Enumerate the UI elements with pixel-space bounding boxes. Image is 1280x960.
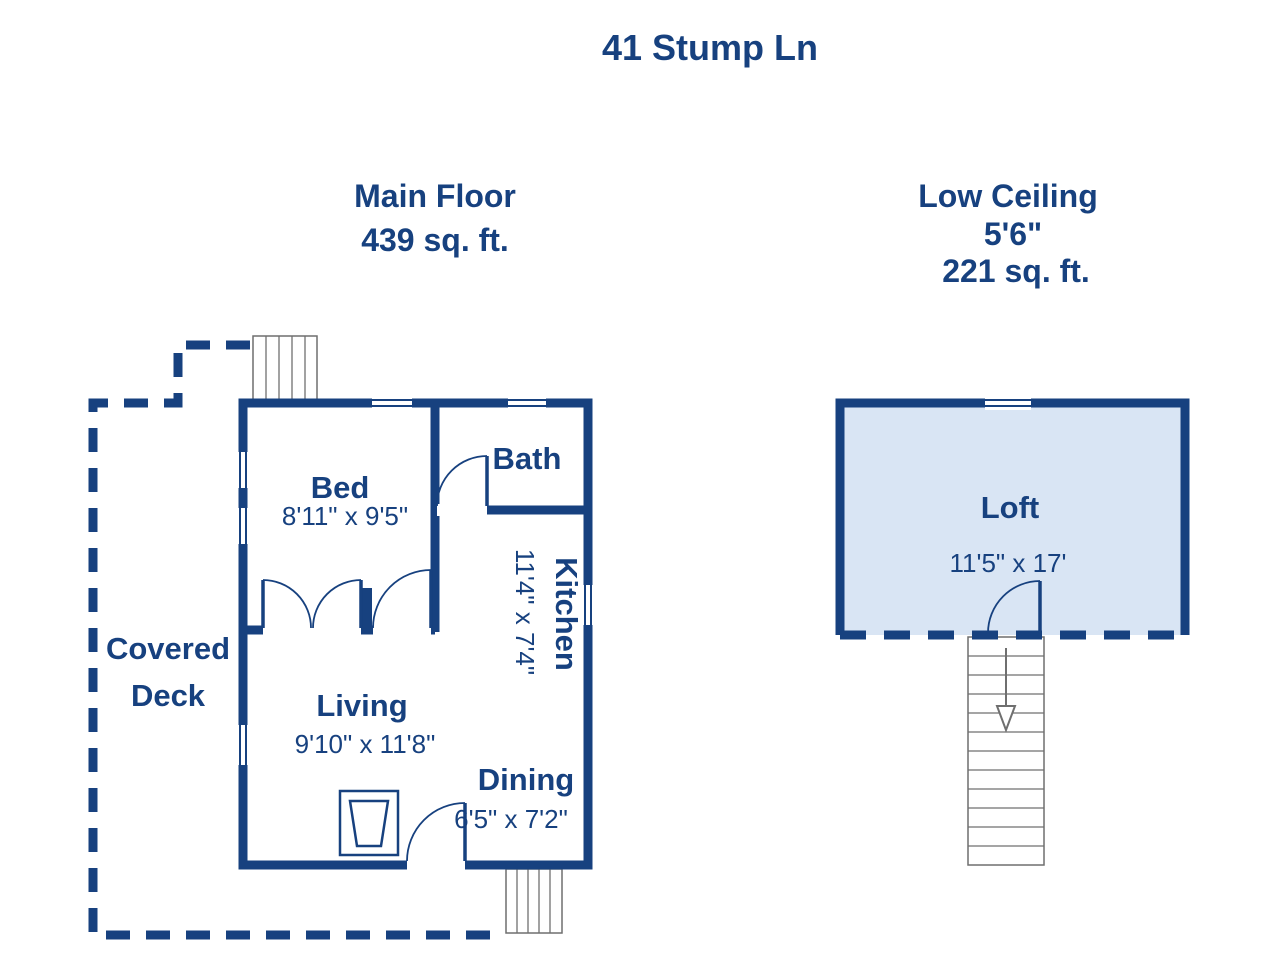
entry-stairs-bottom [505,868,563,934]
bed-door-arc [372,569,432,629]
doors [261,455,489,862]
loft-door-arc [987,580,1041,634]
stove-firebox [348,799,390,848]
exterior-wall [238,398,593,870]
bed-room-dims: 8'11" x 9'5" [282,501,408,531]
dining-door-opening [407,859,465,871]
window [236,725,250,765]
loft-stairs [967,636,1045,866]
main-floor-heading-line2: 439 sq. ft. [361,222,509,258]
door-openings [263,504,487,871]
dining-room-label: Dining [478,762,574,797]
low-ceiling-heading-line1: Low Ceiling [918,178,1098,214]
bath-door-opening [437,504,487,516]
stairs-outline [252,335,318,401]
main-floor-plan: Main Floor 439 sq. ft. Covered Deck [88,178,595,940]
closet-door-arc-left [262,579,312,629]
covered-deck-outline [88,340,505,940]
covered-deck-label-line1: Covered [106,631,230,666]
window [508,396,546,410]
down-arrow-icon [995,705,1017,733]
stairs-outline [505,868,563,934]
loft-room-label: Loft [981,490,1040,525]
living-room-dims: 9'10" x 11'8" [295,729,436,759]
loft-room-dims: 11'5" x 17' [950,548,1067,578]
kitchen-room-dims: 11'4" x 7'4" [510,549,540,675]
loft-floor-area [840,403,1185,635]
main-floor-heading-line1: Main Floor [354,178,516,214]
closet-door-arc-right [312,579,362,629]
kitchen-room-label: Kitchen [549,557,584,671]
dining-room-dims: 6'5" x 7'2" [454,804,568,834]
low-ceiling-heading-line2: 5'6" [984,216,1042,252]
window [236,452,250,488]
window [236,508,250,544]
dining-door-arc [406,802,466,862]
bath-room-label: Bath [493,441,562,476]
bath-door-arc [436,455,488,507]
loft-plan: Low Ceiling 5'6" 221 sq. ft. [835,178,1190,866]
window [985,396,1031,410]
covered-deck-label-line2: Deck [131,678,206,713]
bed-room-label: Bed [311,470,370,505]
low-ceiling-heading-line3: 221 sq. ft. [942,253,1090,289]
living-room-label: Living [316,688,407,723]
page-title: 41 Stump Ln [602,27,818,68]
window [372,396,412,410]
closet-wall-stub [362,588,372,634]
bed-door-opening [373,624,431,636]
windows [236,396,595,765]
double-door-opening [263,624,361,636]
entry-stairs-top [252,335,318,401]
wood-stove [338,789,400,857]
